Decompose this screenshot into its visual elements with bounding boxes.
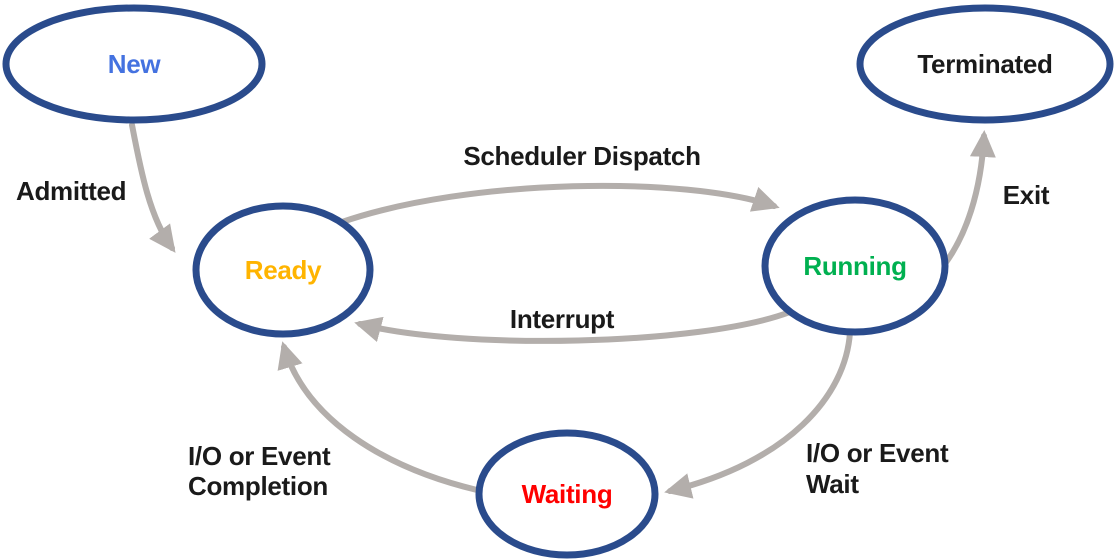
label-io-completion-line2: Completion (188, 471, 328, 501)
state-terminated-node (856, 4, 1114, 124)
label-admitted: Admitted (16, 176, 126, 206)
label-exit: Exit (1003, 180, 1050, 210)
label-io-wait-line2: Wait (806, 469, 859, 499)
state-labels: New Terminated Ready Running Waiting (108, 49, 1053, 509)
state-waiting-label: Waiting (522, 479, 613, 509)
state-new-node (2, 4, 266, 124)
state-ready-node (192, 202, 374, 338)
arrow-admitted (129, 122, 176, 253)
label-scheduler-dispatch: Scheduler Dispatch (463, 141, 700, 171)
transition-labels: Admitted Scheduler Dispatch Interrupt Ex… (16, 141, 1050, 501)
state-nodes (2, 4, 1114, 559)
state-ready-label: Ready (245, 255, 322, 285)
arrow-io-completion (277, 341, 480, 493)
label-io-wait-line1: I/O or Event (806, 438, 949, 468)
transition-arrows (129, 122, 996, 499)
state-running-node (761, 196, 949, 336)
arrow-scheduler-dispatch (339, 182, 780, 225)
label-interrupt: Interrupt (510, 304, 615, 334)
state-new-label: New (108, 49, 162, 79)
arrow-exit (941, 130, 996, 268)
state-waiting-node (475, 429, 659, 559)
label-io-completion-line1: I/O or Event (188, 441, 331, 471)
state-running-label: Running (803, 251, 906, 281)
state-terminated-label: Terminated (917, 49, 1052, 79)
arrow-interrupt (354, 309, 793, 344)
arrow-io-wait (664, 329, 853, 499)
